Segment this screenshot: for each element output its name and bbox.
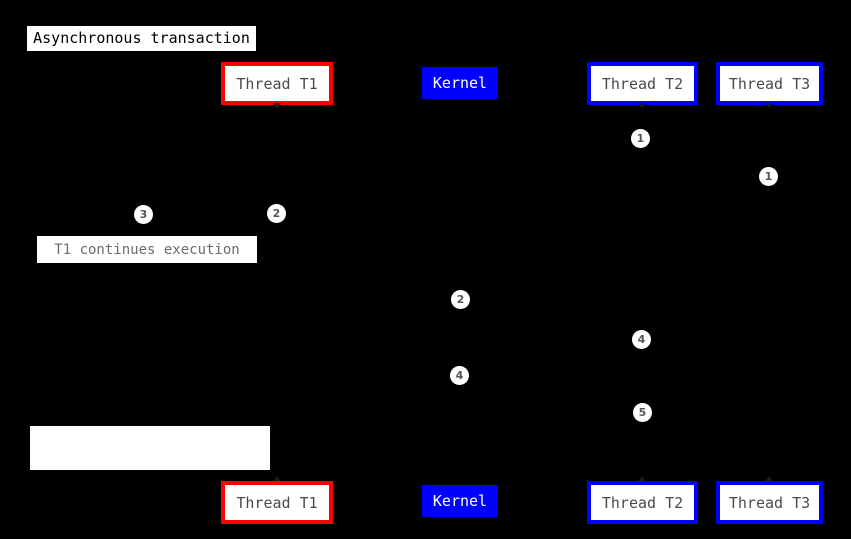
lifeline-stub-thread-t3-top: [765, 103, 773, 108]
participant-thread-t3-top[interactable]: Thread T3: [716, 62, 823, 105]
lifeline-stub-thread-t1-top: [273, 103, 281, 108]
step-badge-3-t1[interactable]: 3: [134, 205, 153, 224]
lifeline-stub-thread-t1-bottom: [273, 476, 281, 481]
participant-label: Thread T1: [236, 74, 318, 93]
lifeline-stub-thread-t2-bottom: [638, 476, 646, 481]
participant-label: Thread T2: [601, 74, 684, 93]
participant-thread-t2-top[interactable]: Thread T2: [587, 62, 698, 105]
lifeline-stub-thread-t2-top: [638, 103, 646, 108]
step-badge-2-kernel[interactable]: 2: [451, 290, 470, 309]
step-badge-2-t1[interactable]: 2: [267, 204, 286, 223]
step-badge-5-t2[interactable]: 5: [633, 403, 652, 422]
participant-thread-t1-top[interactable]: Thread T1: [221, 62, 333, 105]
participant-kernel-bottom[interactable]: Kernel: [422, 485, 498, 517]
step-badge-4-kernel[interactable]: 4: [450, 366, 469, 385]
participant-label: Kernel: [432, 492, 488, 510]
participant-label: Thread T3: [728, 493, 811, 512]
participant-label: Thread T2: [601, 493, 684, 512]
participant-thread-t2-bottom[interactable]: Thread T2: [587, 481, 698, 524]
diagram-title: Asynchronous transaction: [27, 26, 256, 51]
note-empty: [30, 426, 270, 470]
step-badge-1-t2[interactable]: 1: [631, 129, 650, 148]
step-badge-4-t2[interactable]: 4: [632, 330, 651, 349]
participant-label: Thread T3: [728, 74, 811, 93]
participant-kernel-top[interactable]: Kernel: [422, 67, 498, 99]
participant-label: Kernel: [432, 74, 488, 92]
participant-label: Thread T1: [236, 493, 318, 512]
participant-thread-t3-bottom[interactable]: Thread T3: [716, 481, 823, 524]
lifeline-stub-thread-t3-bottom: [765, 476, 773, 481]
step-badge-1-t3[interactable]: 1: [759, 167, 778, 186]
note-t1-continues-execution: T1 continues execution: [37, 236, 257, 263]
participant-thread-t1-bottom[interactable]: Thread T1: [221, 481, 333, 524]
